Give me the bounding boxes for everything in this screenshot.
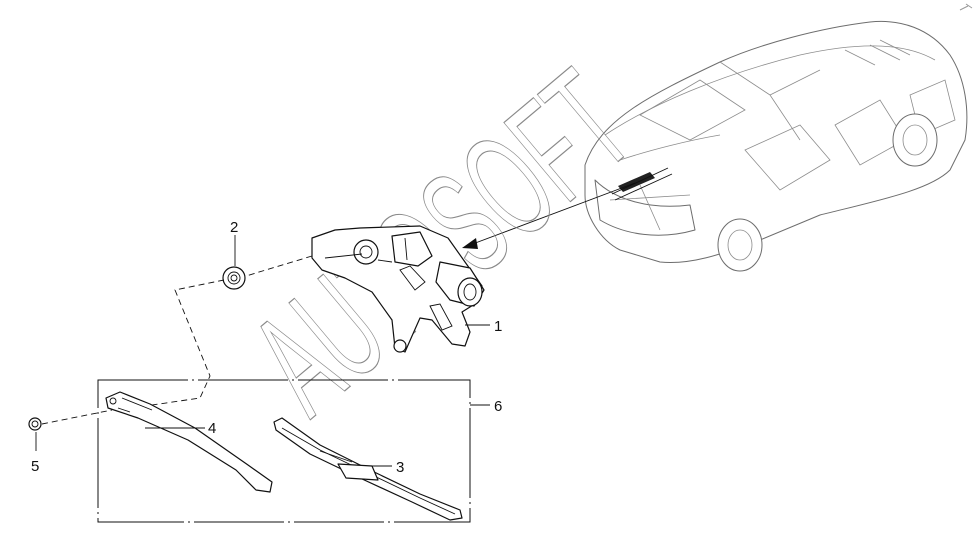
- assembly-lines: [41, 255, 313, 425]
- location-arrow: [462, 182, 636, 249]
- callout-4: 4: [208, 420, 216, 437]
- vehicle-outline: [584, 20, 968, 272]
- wiper-kit-frame: [97, 379, 490, 523]
- callout-2: 2: [230, 219, 238, 236]
- callout-5: 5: [31, 458, 39, 475]
- callout-labels: 1 2 3 4 5 6: [31, 219, 502, 476]
- callout-1: 1: [494, 318, 502, 335]
- callout-3: 3: [396, 459, 404, 476]
- wiper-arm: [105, 391, 273, 493]
- callout-6: 6: [494, 398, 502, 415]
- corner-mark: [959, 3, 973, 11]
- wiper-location-mark: [611, 167, 673, 201]
- nut: [28, 417, 42, 451]
- wiper-motor: [311, 225, 485, 353]
- wiper-blade: [273, 417, 463, 521]
- cap-nut: [222, 235, 246, 290]
